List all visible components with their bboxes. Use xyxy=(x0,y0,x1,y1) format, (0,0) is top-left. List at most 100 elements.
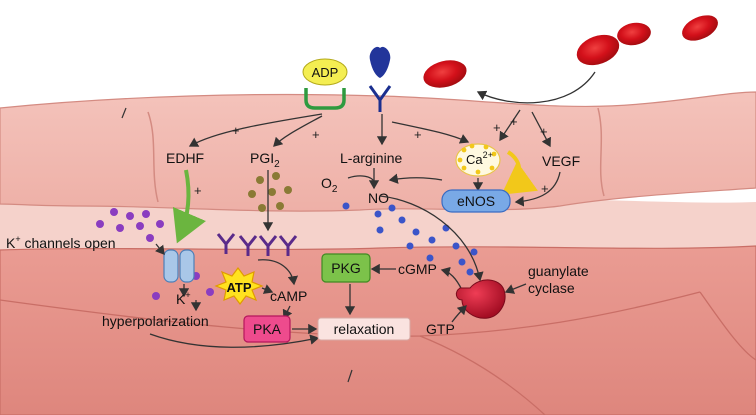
red-blood-cell xyxy=(576,34,620,66)
calcium-to-enos-yellow-arrow xyxy=(501,150,538,195)
pgi2-particles xyxy=(248,172,292,212)
no-molecule xyxy=(426,254,434,262)
arrow-rbc-to-calcium xyxy=(499,109,521,142)
calcium-ion xyxy=(483,144,489,150)
edhf-molecule xyxy=(136,222,144,230)
adp-receptor-group: ADP xyxy=(302,58,348,110)
muscle-cell-boundary-3 xyxy=(699,291,756,361)
red-blood-cells xyxy=(423,15,718,104)
calcium-ions xyxy=(457,143,497,175)
edhf-molecule xyxy=(146,234,154,242)
vegf-label: VEGF xyxy=(542,153,580,169)
adp-ligand xyxy=(302,58,348,86)
edhf-molecule xyxy=(126,212,134,220)
no-molecule xyxy=(398,216,406,224)
no-molecule xyxy=(442,224,450,232)
calcium-ion xyxy=(457,157,463,163)
edhf-molecule xyxy=(110,208,118,216)
smooth-muscle-signaling: K+ channels open K+ ATP cAMP hyperpolari… xyxy=(6,234,589,348)
no-molecule xyxy=(412,228,420,236)
arrow-k-channels-label xyxy=(155,243,165,256)
k-channel-right xyxy=(179,249,195,283)
pka-label: PKA xyxy=(253,321,282,337)
k-channels-open-label: K+ channels open xyxy=(6,234,116,251)
calcium-ion xyxy=(461,165,467,171)
plus-sign: + xyxy=(414,127,422,142)
arrow-atp-to-camp xyxy=(261,284,274,294)
vegf-receptor-group xyxy=(368,46,392,112)
pgi2-receptor xyxy=(216,233,236,254)
edhf-label: EDHF xyxy=(166,150,204,166)
k-channel-left xyxy=(163,249,179,283)
pgi2-molecule xyxy=(248,190,256,198)
edhf-molecule xyxy=(96,220,104,228)
pgi2-label: PGI2 xyxy=(250,150,280,170)
cgmp-label: cGMP xyxy=(398,261,437,277)
pgi2-molecule xyxy=(268,188,276,196)
k-channel xyxy=(163,249,195,283)
pkg-box xyxy=(321,253,371,283)
cell-junction-left xyxy=(147,111,159,203)
surface-receptor xyxy=(368,85,392,112)
arrow-hyperpolarization-to-relaxation xyxy=(149,333,320,348)
camp-label: cAMP xyxy=(270,288,307,304)
no-molecule xyxy=(458,258,466,266)
edhf-green-arrow xyxy=(172,169,206,244)
no-molecule xyxy=(388,204,396,212)
plus-sign: + xyxy=(540,124,548,139)
plus-sign: + xyxy=(194,183,202,198)
red-blood-cell xyxy=(423,60,467,88)
red-blood-cell xyxy=(617,22,651,46)
tissue-layers xyxy=(0,91,756,415)
calcium-ion xyxy=(461,147,467,153)
edhf-molecule xyxy=(152,292,160,300)
muscle-cell-boundary-2 xyxy=(419,335,546,415)
arrow-vegf-to-enos xyxy=(514,171,561,207)
no-molecule xyxy=(374,210,382,218)
pka-enzyme: PKA xyxy=(243,315,291,343)
no-particles xyxy=(342,202,478,276)
calcium-ion xyxy=(475,169,481,175)
arrow-gtp-to-cyclase xyxy=(451,305,467,323)
o2-label: O2 xyxy=(321,175,338,195)
relaxation-label: relaxation xyxy=(334,321,395,337)
no-molecule xyxy=(452,242,460,250)
plus-sign: + xyxy=(541,181,549,196)
pgi2-receptor xyxy=(278,235,298,256)
pkg-label: PKG xyxy=(331,260,361,276)
guanylate-label: guanylate xyxy=(528,263,589,279)
no-molecule xyxy=(406,242,414,250)
calcium-ion xyxy=(489,165,495,171)
arrow-label-to-cyclase xyxy=(504,283,527,294)
plus-sign: + xyxy=(493,120,501,135)
no-molecule xyxy=(466,268,474,276)
no-molecule xyxy=(470,248,478,256)
relaxation-box: relaxation xyxy=(317,317,411,341)
enos-enzyme: eNOS xyxy=(441,189,511,213)
pka-box xyxy=(243,315,291,343)
arrow-receptor-to-camp xyxy=(257,259,299,286)
arrow-to-pgi2 xyxy=(273,115,323,147)
cyclase-shape xyxy=(455,279,506,319)
k-ion-label: K+ xyxy=(176,290,191,307)
tick-mark-1 xyxy=(121,107,127,119)
calcium-vesicle xyxy=(455,143,501,177)
pgi2-molecule xyxy=(276,202,284,210)
tick-mark-2 xyxy=(347,369,353,383)
enos-box xyxy=(441,189,511,213)
adp-label: ADP xyxy=(312,65,339,80)
plus-sign: + xyxy=(312,127,320,142)
pgi2-molecule xyxy=(256,176,264,184)
arrow-cyclase-to-cgmp xyxy=(440,266,463,291)
arrow-to-calcium xyxy=(391,121,470,144)
no-molecule xyxy=(428,236,436,244)
l-arginine-label: L-arginine xyxy=(340,150,402,166)
pgi2-molecule xyxy=(284,186,292,194)
atp-star: ATP xyxy=(214,267,264,305)
gtp-label: GTP xyxy=(426,321,455,337)
endothelial-signaling: + + + + + + + + EDHF PGI2 L-arginine O2 … xyxy=(166,109,580,244)
edhf-molecule xyxy=(206,288,214,296)
hyperpolarization-label: hyperpolarization xyxy=(102,313,209,329)
pgi2-molecule xyxy=(272,172,280,180)
